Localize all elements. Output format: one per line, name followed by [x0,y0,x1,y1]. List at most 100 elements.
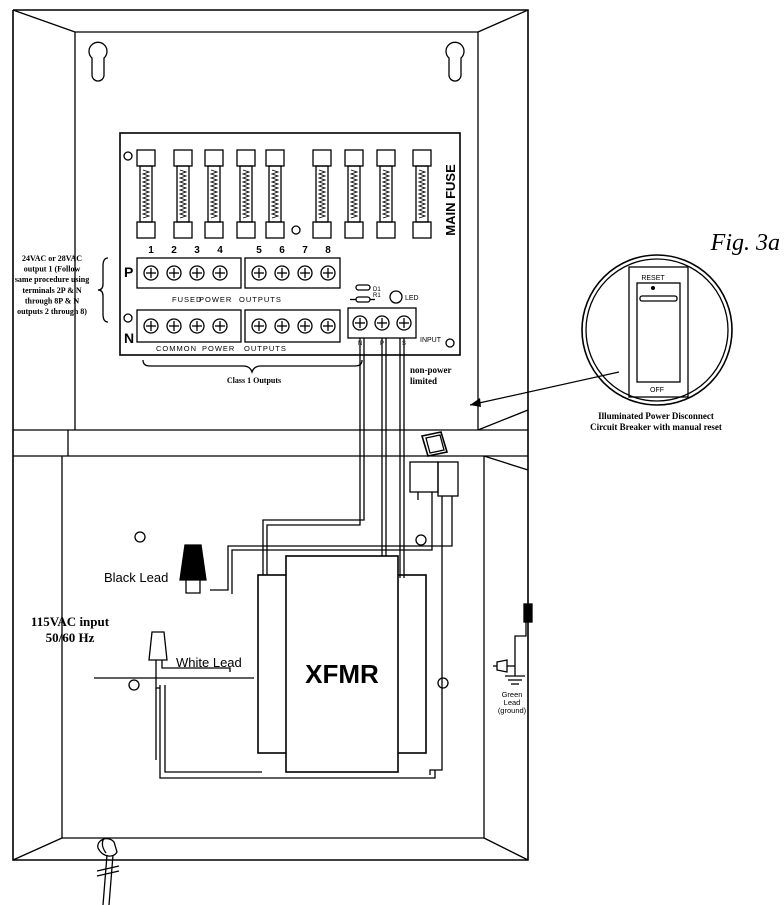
column-number: 4 [217,245,223,256]
wires [94,338,453,779]
off-label: OFF [650,387,664,394]
common-label: COMMON [156,344,197,353]
r1-component [350,296,375,303]
text-line: Circuit Breaker with manual reset [590,422,722,432]
ground-wire [493,603,533,685]
row-n-letter: N [124,330,134,346]
power-cord [96,837,120,905]
text-line: through 8P & N [25,296,80,305]
terminal-screw [274,265,290,281]
text-line: (ground) [498,706,527,715]
terminal-screw [143,265,159,281]
fuse [236,149,256,239]
main-fuse-label: MAIN FUSE [443,164,458,236]
text-line: Illuminated Power Disconnect [598,411,714,421]
column-number: 1 [148,245,154,256]
power-label-top: POWER [199,295,232,304]
fuse [376,149,396,239]
fuse [173,149,193,239]
keyhole-mount-left [88,41,108,82]
column-number: 8 [325,245,331,256]
standoff-hole [134,531,146,543]
fuse [344,149,364,239]
standoff-hole [128,679,140,691]
terminal-screw [251,318,267,334]
terminal-screw [374,315,390,331]
outputs-label-bottom: OUTPUTS [244,344,287,353]
text-line: same procedure using [15,275,89,284]
fuse [412,149,432,239]
column-number: 3 [194,245,200,256]
reset-label: RESET [641,275,665,282]
keyhole-mount-right [445,41,465,82]
d1-label: D1 [373,287,381,293]
r1-label: R1 [373,293,381,299]
text-line: outputs 2 through 8) [17,307,87,316]
terminal-screw [320,265,336,281]
figure-label: Fig. 3a [710,230,780,256]
fuse [204,149,224,239]
terminal-strip-n [136,309,341,343]
class1-brace [142,359,363,375]
fuse-row [136,149,432,239]
terminal-screw [166,318,182,334]
terminal-screw [297,318,313,334]
screws-n [143,318,336,334]
text-line: terminals 2P & N [22,286,82,295]
column-number: 6 [279,245,285,256]
terminal-strip-p [136,257,341,289]
terminal-screw [352,315,368,331]
terminal-screw [212,318,228,334]
note-brace [97,257,109,323]
text-line: Lead [504,698,521,707]
terminal-screw [251,265,267,281]
input-label: INPUT [420,337,442,344]
transformer [257,555,427,773]
black-lead-label: Black Lead [104,570,168,585]
led-indicator [389,290,403,304]
xfmr-label: XFMR [305,659,379,689]
black-wire-nut [179,544,207,594]
row-p-letter: P [124,264,133,280]
d1-component [355,284,371,291]
terminal-screw [274,318,290,334]
standoff-hole [437,677,449,689]
screws-input [352,315,412,331]
led-label: LED [405,295,419,302]
terminal-screw [189,265,205,281]
circuit-breaker [409,431,459,524]
terminal-screw [212,265,228,281]
enclosure [12,9,529,861]
fuse [312,149,332,239]
text-line: Green [502,690,523,699]
terminal-screw [143,318,159,334]
fused-label: FUSED [172,295,202,304]
text-line: 50/60 Hz [46,630,95,645]
standoff-hole [415,534,427,546]
terminal-screw [297,265,313,281]
fuse [265,149,285,239]
column-number: 2 [171,245,177,256]
terminal-screw [320,318,336,334]
terminal-screw [396,315,412,331]
text-line: 24VAC or 28VAC [22,254,82,263]
column-number: 7 [302,245,308,256]
text-line: 115VAC input [31,614,110,629]
fuse [136,149,156,239]
terminal-screw [166,265,182,281]
white-lead-label: White Lead [176,655,242,670]
outputs-label-top: OUTPUTS [239,295,282,304]
terminal-screw [189,318,205,334]
white-wire-nut [148,631,231,689]
class1-outputs-label: Class 1 Outputs [227,376,281,385]
text-line: output 1 (Follow [24,265,81,274]
breaker-zoom-callout [469,254,733,407]
screws-p [143,265,336,281]
